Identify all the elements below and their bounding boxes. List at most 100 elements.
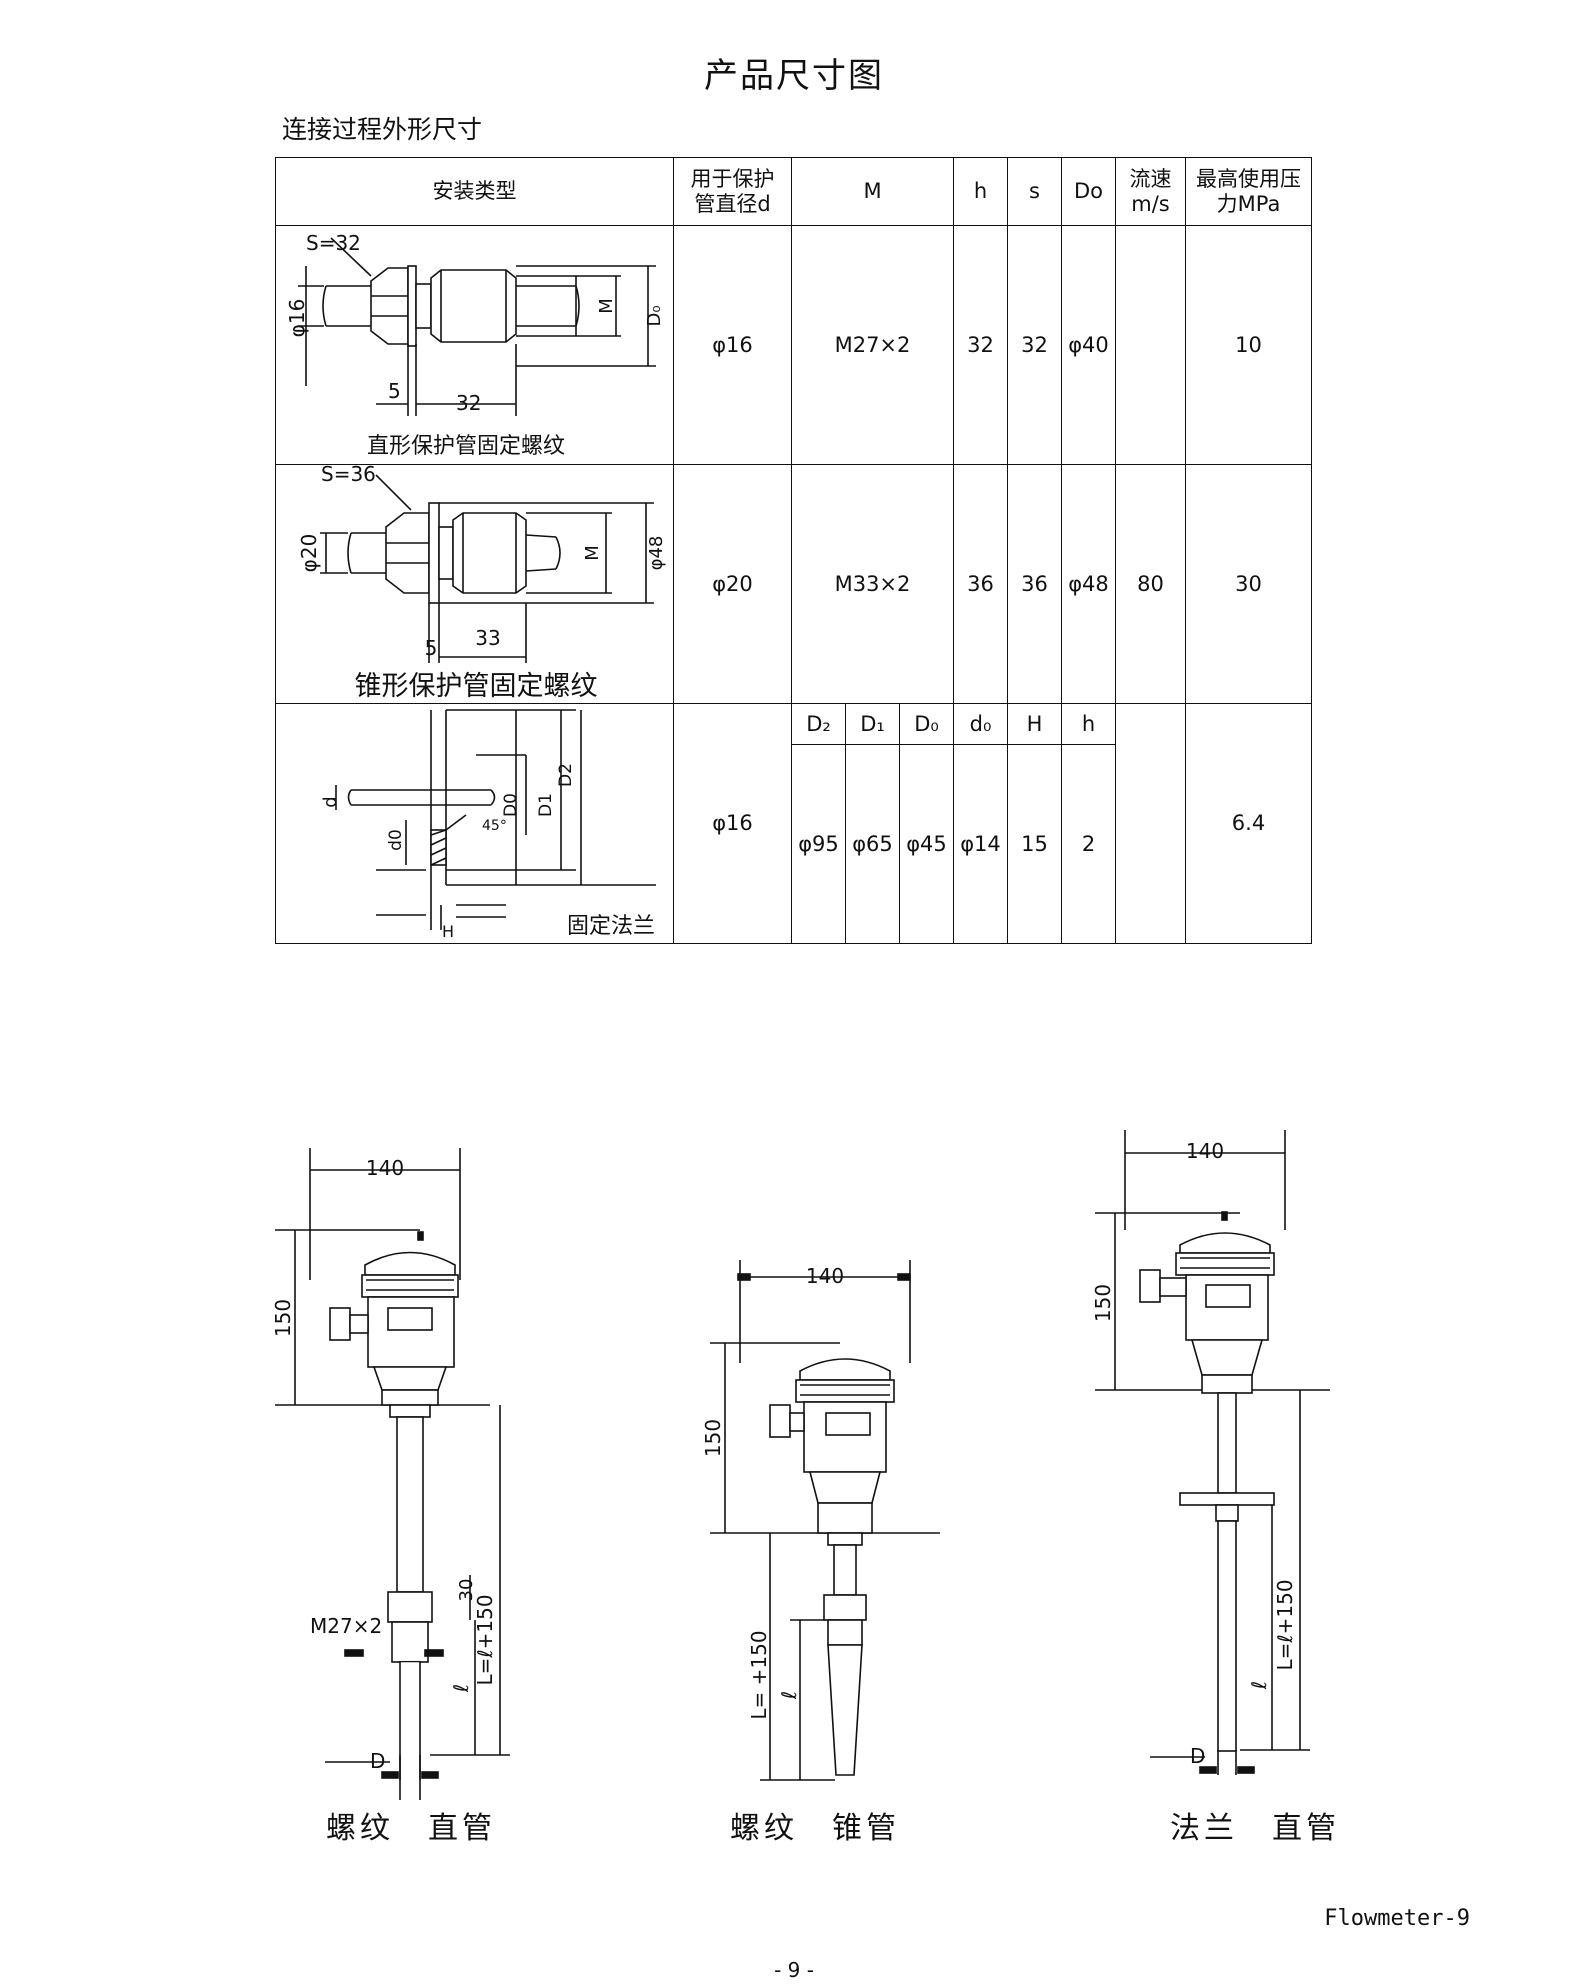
svg-text:φ16: φ16 bbox=[285, 299, 309, 338]
cell-flow bbox=[1115, 703, 1186, 944]
svg-text:L=ℓ+150: L=ℓ+150 bbox=[1273, 1579, 1297, 1670]
svg-text:150: 150 bbox=[1091, 1284, 1115, 1322]
svg-text:150: 150 bbox=[701, 1419, 725, 1457]
svg-text:ℓ: ℓ bbox=[449, 1684, 473, 1693]
cell-pressure: 10 bbox=[1185, 225, 1312, 465]
cell-s: 36 bbox=[1007, 464, 1062, 704]
header-s: s bbox=[1007, 157, 1062, 226]
sub-header-h-lower: h bbox=[1061, 703, 1116, 745]
flange-diagram: d d0 D0 D1 D2 45° H 固定法兰 bbox=[275, 703, 674, 944]
header-do: Do bbox=[1061, 157, 1116, 226]
product-label-thread-cone: 螺纹 锥管 bbox=[730, 1811, 900, 1846]
dimension-table: 安装类型 用于保护管直径d M h s Do 流速m/s 最高使用压力MPa bbox=[275, 157, 1312, 944]
svg-text:d0: d0 bbox=[386, 829, 406, 851]
svg-text:L=ℓ+150: L=ℓ+150 bbox=[473, 1594, 497, 1685]
sub-header-d2: D₂ bbox=[791, 703, 846, 745]
svg-text:H: H bbox=[442, 922, 454, 941]
product-label-thread-straight: 螺纹 直管 bbox=[326, 1811, 496, 1846]
cell-pressure: 6.4 bbox=[1185, 703, 1312, 944]
svg-text:30: 30 bbox=[456, 1579, 477, 1602]
svg-text:45°: 45° bbox=[482, 818, 507, 834]
table-row: S=36 φ20 5 33 M φ48 锥形保护管固定螺纹 φ20 M33×2 … bbox=[275, 464, 1312, 704]
svg-text:M27×2: M27×2 bbox=[310, 1614, 382, 1638]
sub-header-h-upper: H bbox=[1007, 703, 1062, 745]
sub-value-d2: φ95 bbox=[791, 744, 846, 944]
svg-text:φ20: φ20 bbox=[297, 534, 321, 573]
svg-text:S=32: S=32 bbox=[306, 231, 361, 255]
svg-text:140: 140 bbox=[806, 1264, 844, 1288]
section-title: 连接过程外形尺寸 bbox=[282, 115, 483, 144]
svg-text:D: D bbox=[370, 1749, 385, 1773]
footer-brand: Flowmeter-9 bbox=[1324, 1906, 1470, 1931]
cell-h: 36 bbox=[953, 464, 1008, 704]
svg-text:140: 140 bbox=[1186, 1139, 1224, 1163]
svg-text:32: 32 bbox=[456, 391, 481, 415]
cell-flow: 80 bbox=[1115, 464, 1186, 704]
cell-s: 32 bbox=[1007, 225, 1062, 465]
svg-text:D1: D1 bbox=[536, 793, 556, 817]
cell-h: 32 bbox=[953, 225, 1008, 465]
cone-thread-diagram: S=36 φ20 5 33 M φ48 锥形保护管固定螺纹 bbox=[275, 464, 674, 704]
cell-d: φ16 bbox=[673, 225, 792, 465]
sub-value-small-d0: φ14 bbox=[953, 744, 1008, 944]
sub-value-d0: φ45 bbox=[899, 744, 954, 944]
cell-flow bbox=[1115, 225, 1186, 465]
svg-text:ℓ: ℓ bbox=[1247, 1681, 1271, 1690]
sub-header-d1: D₁ bbox=[845, 703, 900, 745]
table-row: S=32 φ16 5 32 M D₀ 直形保护管固定螺纹 φ16 M27×2 3… bbox=[275, 225, 1312, 465]
header-m: M bbox=[791, 157, 954, 226]
svg-text:D0: D0 bbox=[501, 793, 521, 817]
svg-text:d: d bbox=[320, 796, 341, 807]
table-row: d d0 D0 D1 D2 45° H 固定法兰 φ16 D₂ D₁ D₀ d₀… bbox=[275, 703, 1312, 944]
thread-cone-drawing: 140 150 L= +150 ℓ bbox=[701, 1260, 940, 1781]
cell-do: φ48 bbox=[1061, 464, 1116, 704]
thread-straight-drawing: 140 150 M27×2 30 L=ℓ+150 ℓ D bbox=[271, 1148, 510, 1847]
header-type: 安装类型 bbox=[275, 157, 674, 226]
row3-caption: 固定法兰 bbox=[567, 914, 655, 939]
svg-text:33: 33 bbox=[475, 626, 500, 650]
cell-d: φ16 bbox=[673, 703, 792, 944]
sub-header-small-d0: d₀ bbox=[953, 703, 1008, 745]
row1-caption: 直形保护管固定螺纹 bbox=[367, 434, 565, 459]
cell-pressure: 30 bbox=[1185, 464, 1312, 704]
page-title: 产品尺寸图 bbox=[704, 56, 884, 96]
svg-text:5: 5 bbox=[425, 636, 438, 660]
svg-text:φ48: φ48 bbox=[646, 536, 667, 571]
cell-do: φ40 bbox=[1061, 225, 1116, 465]
flange-straight-drawing: 140 150 L=ℓ+150 ℓ D bbox=[1091, 1130, 1330, 1775]
product-flange-straight: 140 150 L=ℓ+150 ℓ D bbox=[1090, 1125, 1350, 1809]
svg-text:L= +150: L= +150 bbox=[747, 1630, 771, 1719]
cell-d: φ20 bbox=[673, 464, 792, 704]
straight-thread-diagram: S=32 φ16 5 32 M D₀ 直形保护管固定螺纹 bbox=[275, 225, 674, 465]
svg-text:ℓ: ℓ bbox=[777, 1691, 801, 1700]
svg-text:D: D bbox=[1190, 1744, 1205, 1768]
svg-text:D₀: D₀ bbox=[644, 305, 665, 326]
header-flow: 流速m/s bbox=[1115, 157, 1186, 226]
table-header-row: 安装类型 用于保护管直径d M h s Do 流速m/s 最高使用压力MPa bbox=[275, 157, 1312, 226]
cell-m: M27×2 bbox=[791, 225, 954, 465]
svg-text:M: M bbox=[596, 298, 617, 314]
svg-text:5: 5 bbox=[388, 379, 401, 403]
svg-text:S=36: S=36 bbox=[321, 465, 376, 486]
svg-text:M: M bbox=[582, 545, 603, 561]
footer-page-number: - 9 - bbox=[774, 1958, 814, 1982]
sub-value-h-upper: 15 bbox=[1007, 744, 1062, 944]
header-h: h bbox=[953, 157, 1008, 226]
sub-header-d0: D₀ bbox=[899, 703, 954, 745]
svg-text:140: 140 bbox=[366, 1156, 404, 1180]
product-label-flange-straight: 法兰 直管 bbox=[1170, 1811, 1340, 1846]
svg-text:D2: D2 bbox=[556, 763, 576, 787]
header-pressure: 最高使用压力MPa bbox=[1185, 157, 1312, 226]
flange-drawing: d d0 D0 D1 D2 45° H 固定法兰 bbox=[320, 708, 656, 941]
sub-value-h-lower: 2 bbox=[1061, 744, 1116, 944]
header-diameter: 用于保护管直径d bbox=[673, 157, 792, 226]
cone-thread-drawing: S=36 φ20 5 33 M φ48 锥形保护管固定螺纹 bbox=[297, 465, 667, 702]
svg-text:150: 150 bbox=[271, 1299, 295, 1337]
sub-value-d1: φ65 bbox=[845, 744, 900, 944]
row2-caption: 锥形保护管固定螺纹 bbox=[355, 671, 598, 702]
straight-thread-drawing: S=32 φ16 5 32 M D₀ 直形保护管固定螺纹 bbox=[285, 231, 665, 459]
product-thread-straight: 140 150 M27×2 30 L=ℓ+150 ℓ D bbox=[270, 1140, 530, 1847]
table-row: φ95 φ65 φ45 φ14 15 2 bbox=[276, 744, 1312, 944]
product-thread-cone: 140 150 L= +150 ℓ bbox=[700, 1255, 960, 1809]
cell-m: M33×2 bbox=[791, 464, 954, 704]
